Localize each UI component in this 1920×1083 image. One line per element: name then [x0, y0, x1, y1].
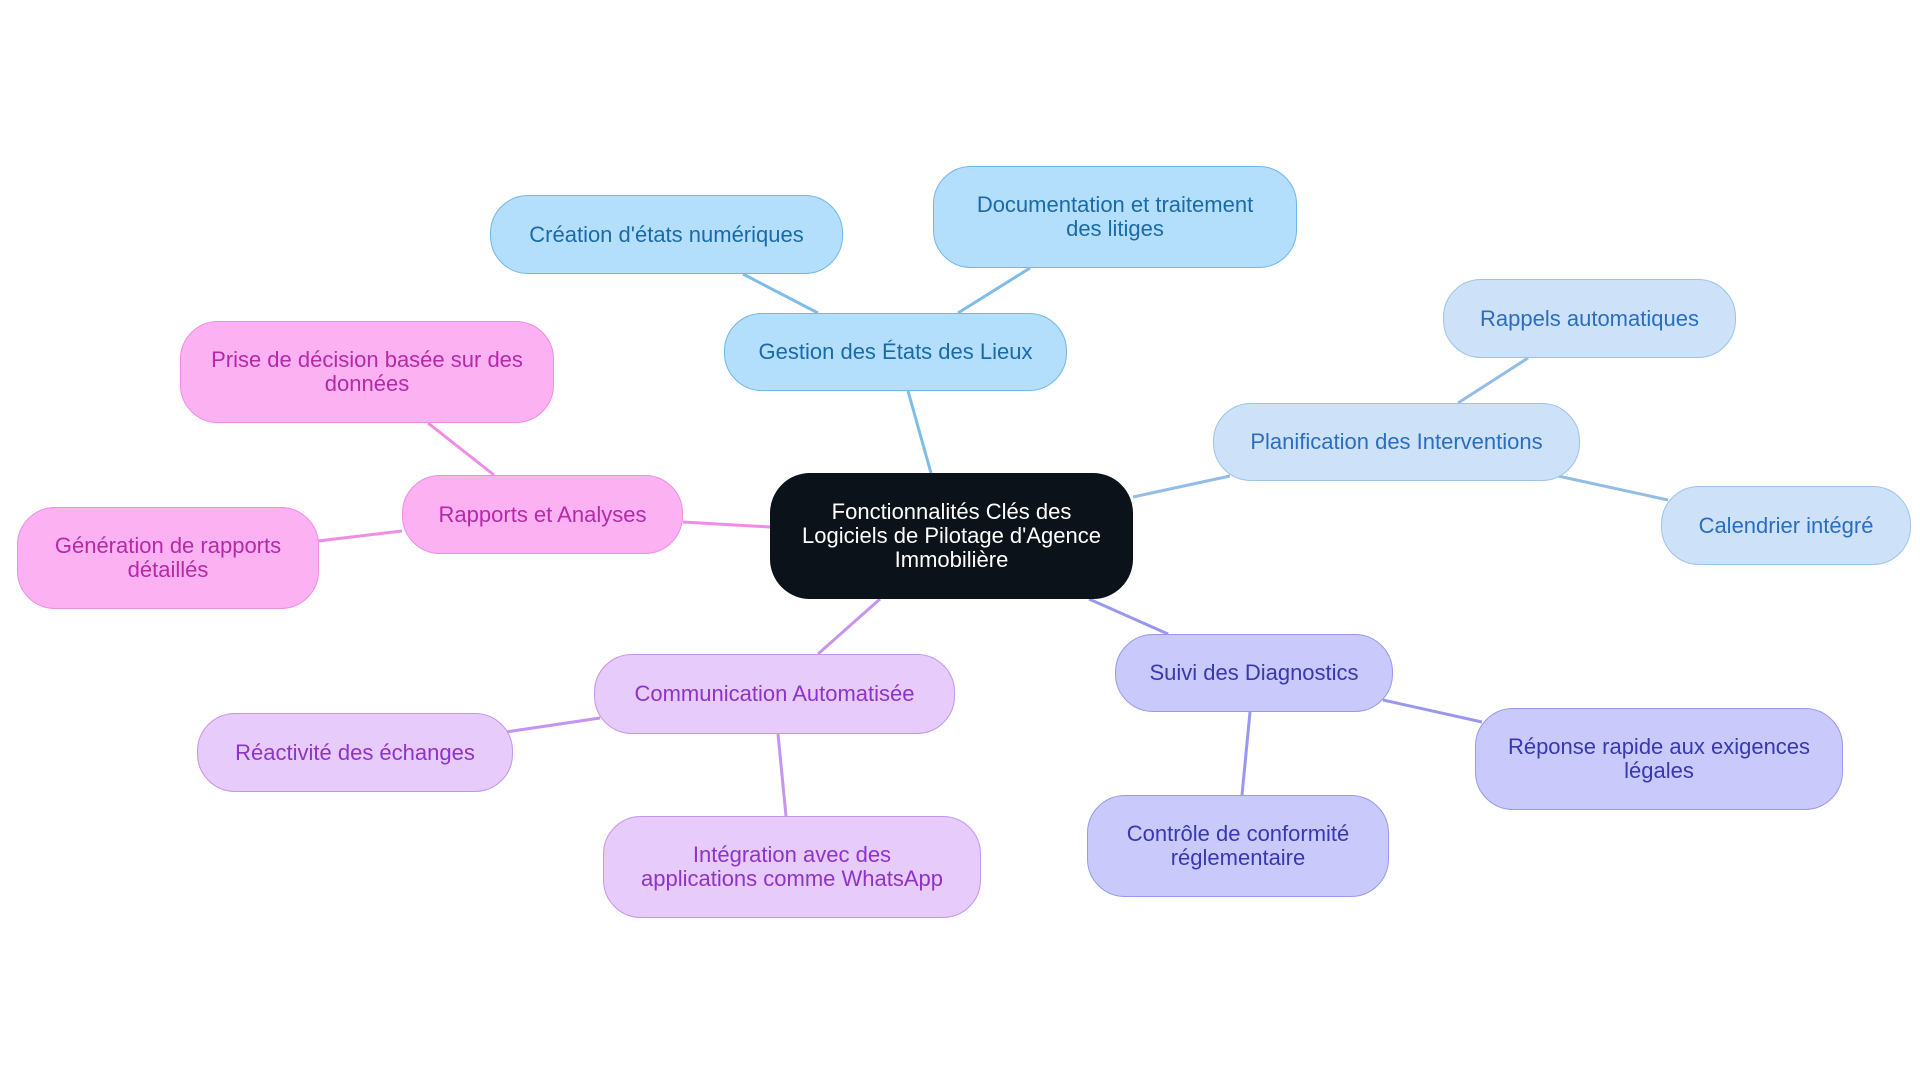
leaf-node-rapports-c2[interactable]: Génération de rapports détaillés: [17, 507, 319, 609]
edge-diagnostics-c2: [1240, 711, 1252, 796]
branch-node-diagnostics[interactable]: Suivi des Diagnostics: [1115, 634, 1393, 712]
edge-gestion-c2: [957, 266, 1031, 315]
leaf-label-line: applications comme WhatsApp: [640, 866, 944, 891]
branch-node-rapports[interactable]: Rapports et Analyses: [402, 475, 683, 554]
leaf-label-line: réglementaire: [1170, 845, 1306, 870]
leaf-label-line: Intégration avec des: [692, 842, 892, 867]
leaf-node-gestion-c2[interactable]: Documentation et traitement des litiges: [933, 166, 1297, 268]
leaf-label: Documentation et traitement des litiges: [977, 193, 1253, 241]
leaf-label-line: données: [324, 371, 410, 396]
leaf-label: Intégration avec des applications comme …: [641, 843, 943, 891]
leaf-label: Création d'états numériques: [529, 221, 804, 247]
central-topic-line: Fonctionnalités Clés des: [831, 499, 1072, 524]
leaf-label: Rappels automatiques: [1480, 305, 1699, 331]
edge-planification-c2: [1557, 474, 1669, 502]
edge-center-planification: [1132, 474, 1231, 499]
edge-center-rapports: [682, 520, 771, 529]
leaf-label: Calendrier intégré: [1698, 512, 1874, 538]
edge-center-gestion: [906, 390, 933, 474]
branch-node-communication[interactable]: Communication Automatisée: [594, 654, 955, 734]
leaf-label-line: Réponse rapide aux exigences: [1507, 734, 1811, 759]
leaf-node-communication-c1[interactable]: Réactivité des échanges: [197, 713, 513, 792]
branch-node-planification[interactable]: Planification des Interventions: [1213, 403, 1580, 481]
leaf-label-line: détaillés: [127, 557, 209, 582]
leaf-node-gestion-c1[interactable]: Création d'états numériques: [490, 195, 843, 274]
edge-diagnostics-c1: [1382, 698, 1483, 724]
branch-label-planification: Planification des Interventions: [1250, 429, 1543, 454]
leaf-label-line: des litiges: [1066, 216, 1164, 241]
branch-label-diagnostics: Suivi des Diagnostics: [1149, 660, 1359, 685]
edge-center-diagnostics: [1088, 597, 1169, 636]
leaf-node-diagnostics-c1[interactable]: Réponse rapide aux exigences légales: [1475, 708, 1843, 810]
central-topic-line: Immobilière: [894, 547, 1009, 572]
branch-label-rapports: Rapports et Analyses: [438, 501, 647, 527]
central-topic-line: Logiciels de Pilotage d'Agence: [802, 523, 1101, 548]
leaf-label-line: légales: [1624, 758, 1694, 783]
edge-rapports-c1: [427, 421, 495, 477]
branch-label-communication: Communication Automatisée: [634, 681, 915, 706]
edge-communication-c2: [776, 733, 788, 817]
leaf-node-planification-c1[interactable]: Rappels automatiques: [1443, 279, 1736, 358]
leaf-label: Contrôle de conformité réglementaire: [1127, 822, 1350, 870]
leaf-label-line: Documentation et traitement: [976, 192, 1254, 217]
branch-node-gestion[interactable]: Gestion des États des Lieux: [724, 313, 1067, 391]
central-topic-node[interactable]: Fonctionnalités Clés des Logiciels de Pi…: [770, 473, 1133, 599]
central-topic-label: Fonctionnalités Clés des Logiciels de Pi…: [802, 500, 1101, 572]
leaf-label: Réponse rapide aux exigences légales: [1508, 735, 1810, 783]
leaf-node-planification-c2[interactable]: Calendrier intégré: [1661, 486, 1911, 565]
leaf-label: Prise de décision basée sur des données: [211, 348, 523, 396]
leaf-label-line: Génération de rapports: [54, 533, 282, 558]
leaf-label-line: Contrôle de conformité: [1126, 821, 1350, 846]
leaf-node-diagnostics-c2[interactable]: Contrôle de conformité réglementaire: [1087, 795, 1389, 897]
branch-label-gestion: Gestion des États des Lieux: [758, 339, 1033, 364]
leaf-label: Réactivité des échanges: [235, 739, 475, 765]
edge-gestion-c1: [742, 272, 819, 315]
leaf-label: Génération de rapports détaillés: [55, 534, 281, 582]
edge-center-communication: [817, 597, 881, 656]
leaf-label-line: Prise de décision basée sur des: [211, 347, 523, 372]
edge-rapports-c2: [317, 529, 403, 543]
leaf-node-rapports-c1[interactable]: Prise de décision basée sur des données: [180, 321, 554, 423]
leaf-node-communication-c2[interactable]: Intégration avec des applications comme …: [603, 816, 981, 918]
edge-communication-c1: [505, 716, 601, 734]
edge-planification-c1: [1457, 356, 1529, 405]
